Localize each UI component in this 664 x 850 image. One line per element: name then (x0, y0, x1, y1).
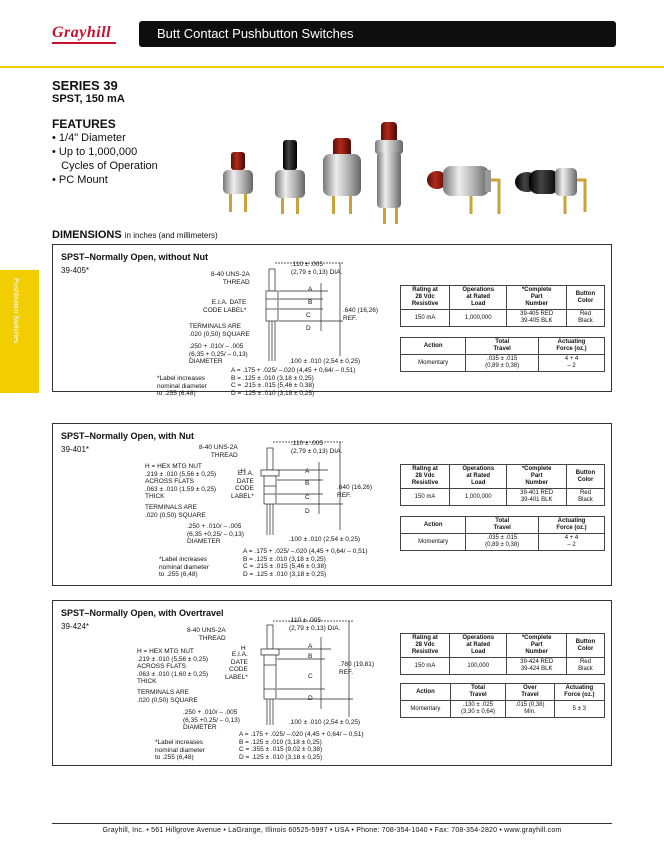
thread-label: 8-40 UNS-2A THREAD (199, 444, 238, 459)
spacing-label: .100 ± .010 (2,54 ± 0,25) (289, 358, 361, 365)
feature-item: • 1/4" Diameter (52, 132, 126, 144)
dia-label: .110 ± .005 (2,79 ± 0,13) DIA. (291, 440, 343, 455)
part-number: 39-424* (61, 622, 90, 631)
panel-title: SPST–Normally Open, with Overtravel (61, 608, 224, 618)
dim-h: H (241, 468, 246, 475)
page-header: Grayhill Butt Contact Pushbutton Switche… (0, 0, 664, 66)
side-tab-label: Pushbutton Switches (12, 278, 19, 344)
thread-label: 8-40 UNS-2A THREAD (211, 271, 250, 286)
switch-photo-1 (223, 152, 253, 212)
pin-label: .250 + .010/ – .005 (6,35 +0,25/ – 0,13)… (187, 523, 244, 545)
part-number: 39-405* (61, 266, 90, 275)
dim-list: A = .175 + .025/ –.020 (4,45 + 0,64/ – 0… (231, 367, 356, 397)
hex-nut-label: H = HEX MTG NUT .219 ± .010 (5,56 ± 0,25… (145, 463, 217, 500)
dim-d: D (305, 508, 310, 515)
dia-label: .110 ± .005 (2,79 ± 0,13) DIA. (289, 617, 341, 632)
panel-title: SPST–Normally Open, with Nut (61, 431, 195, 441)
ref-label: .640 (16,26) REF. (337, 484, 373, 499)
switch-photo-4 (375, 122, 403, 224)
spec-table: Rating at 28 Vdc Resistive Operations at… (399, 464, 606, 506)
switch-drawing (260, 620, 353, 725)
spec-table: Rating at 28 Vdc Resistive Operations at… (399, 285, 606, 327)
label-note: *Label increases nominal diameter to .25… (159, 556, 209, 578)
ref-label: .640 (16,26) REF. (343, 307, 379, 322)
hex-nut-label: H = HEX MTG NUT .219 ± .010 (5,56 ± 0,25… (137, 648, 209, 685)
dim-b: B (308, 653, 313, 660)
label-note: *Label increases nominal diameter to .25… (157, 375, 207, 397)
dim-a: A (308, 286, 313, 293)
dimensions-note: in inches (and millimeters) (124, 231, 218, 240)
dim-d: D (308, 695, 313, 702)
dim-h: H (241, 645, 246, 652)
page-title-bar: Butt Contact Pushbutton Switches (139, 21, 616, 47)
action-table: Action Total Travel Actuating Force (oz.… (399, 337, 605, 372)
dim-list: A = .175 + .025/ –.020 (4,45 + 0,64/ – 0… (239, 731, 364, 761)
dim-b: B (308, 299, 313, 306)
action-table: Action Total Travel Over Travel Actuatin… (400, 683, 606, 718)
dim-c: C (308, 673, 313, 680)
grayhill-logo: Grayhill (52, 24, 112, 41)
spec-table: Rating at 28 Vdc Resistive Operations at… (399, 633, 606, 675)
switch-photo-3 (323, 138, 361, 214)
switch-photo-2 (275, 140, 305, 214)
panel-with-nut: SPST–Normally Open, with Nut 39-401* .11… (52, 423, 612, 586)
pin-label: .250 + .010/ – .005 (6,35 +0,25/ – 0,13)… (183, 709, 240, 731)
terminals-label: TERMINALS ARE .020 (0,50) SQUARE (189, 323, 250, 338)
feature-item: Cycles of Operation (52, 160, 158, 172)
feature-item: • Up to 1,000,000 (52, 146, 138, 158)
dim-a: A (305, 468, 310, 475)
footer-divider (52, 823, 612, 824)
part-number: 39-401* (61, 445, 90, 454)
feature-item: • PC Mount (52, 174, 108, 186)
switch-photo-6 (515, 168, 587, 214)
logo-underline (52, 42, 116, 44)
dim-d: D (306, 325, 311, 332)
dim-c: C (306, 312, 311, 319)
switch-drawing (265, 262, 343, 361)
label-note: *Label increases nominal diameter to .25… (155, 739, 205, 761)
features-heading: FEATURES (52, 117, 116, 131)
eia-label: E.I.A. DATE CODE LABEL* (225, 651, 248, 681)
panel-with-overtravel: SPST–Normally Open, with Overtravel 39-4… (52, 600, 612, 766)
terminals-label: TERMINALS ARE .020 (0,50) SQUARE (145, 504, 206, 519)
eia-label: E.I.A. DATE CODE LABEL* (203, 299, 247, 314)
spacing-label: .100 ± .010 (2,54 ± 0,25) (289, 719, 361, 726)
thread-label: 8-40 UNS-2A THREAD (187, 627, 226, 642)
dim-a: A (308, 643, 313, 650)
dia-label: .110 ± .005 (2,79 ± 0,13) DIA. (291, 261, 343, 276)
header-divider (0, 66, 664, 68)
terminals-label: TERMINALS ARE .020 (0,50) SQUARE (137, 689, 198, 704)
features-list: • 1/4" Diameter • Up to 1,000,000 Cycles… (52, 131, 158, 187)
dim-c: C (305, 494, 310, 501)
eia-label: E.I.A. DATE CODE LABEL* (231, 470, 254, 500)
footer-contact: Grayhill, Inc. • 561 Hillgrove Avenue • … (102, 827, 562, 834)
switch-photo-5 (427, 166, 501, 214)
pin-label: .250 + .010/ – .005 (6,35 + 0,25/ – 0,13… (189, 343, 248, 365)
dim-b: B (305, 480, 310, 487)
panel-title: SPST–Normally Open, without Nut (61, 252, 209, 262)
side-tab: Pushbutton Switches (0, 270, 39, 393)
dim-list: A = .175 + .025/ –.020 (4,45 + 0,64/ – 0… (243, 548, 368, 578)
series-title: SERIES 39 (52, 78, 118, 93)
spacing-label: .100 ± .010 (2,54 ± 0,25) (289, 536, 361, 543)
panel-without-nut: SPST–Normally Open, without Nut 39-405* … (52, 244, 612, 397)
series-subtitle: SPST, 150 mA (52, 93, 125, 105)
product-photos (223, 122, 587, 224)
switch-drawing (260, 441, 343, 535)
dimensions-heading: DIMENSIONS in inches (and millimeters) (52, 229, 218, 241)
ref-label: .780 (19,81) REF. (339, 661, 375, 676)
action-table: Action Total Travel Actuating Force (oz.… (399, 516, 605, 551)
